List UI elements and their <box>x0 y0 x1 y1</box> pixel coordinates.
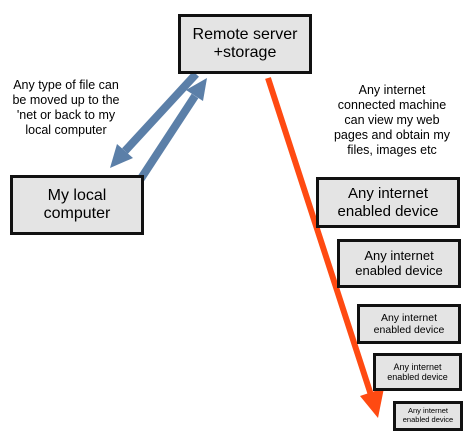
internet-access-note-line-2: connected machine <box>337 98 447 112</box>
file-transfer-note-line-1: Any type of file can <box>13 78 119 92</box>
internet-device-2-line-1: Any internet <box>364 247 434 263</box>
internet-access-note-line-1: Any internet <box>358 83 426 97</box>
upload-download-arrows <box>110 71 207 183</box>
internet-access-note-line-3: can view my web <box>344 113 440 127</box>
download-arrow-head <box>110 144 133 168</box>
upload-arrow-head <box>186 78 207 101</box>
file-transfer-note-line-3: 'net or back to my <box>16 108 116 122</box>
file-transfer-note-line-4: local computer <box>25 123 107 137</box>
broadcast-arrow-shaft <box>265 77 374 396</box>
file-transfer-note: Any type of file can be moved up to the … <box>0 78 132 138</box>
remote-server-label-line-1: Remote server <box>192 25 298 43</box>
local-computer-label-line-2: computer <box>43 205 111 222</box>
internet-device-5-line-1: Any internet <box>407 406 449 416</box>
internet-device-4-line-2: enabled device <box>387 372 448 382</box>
internet-access-note-line-4: pages and obtain my <box>333 128 451 142</box>
broadcast-arrow <box>265 77 384 418</box>
local-computer-box: My local computer <box>10 175 144 235</box>
internet-device-1-line-2: enabled device <box>337 202 439 220</box>
internet-device-box-5: Any internet enabled device <box>393 401 463 431</box>
internet-device-box-2: Any internet enabled device <box>337 239 461 288</box>
internet-device-box-3: Any internet enabled device <box>357 304 461 344</box>
remote-server-label-line-2: +storage <box>213 44 277 61</box>
remote-server-box: Remote server +storage <box>178 14 312 74</box>
internet-device-3-line-2: enabled device <box>373 324 445 336</box>
file-transfer-note-line-2: be moved up to the <box>12 93 120 107</box>
download-arrow-shaft <box>122 71 199 154</box>
internet-device-4-line-1: Any internet <box>393 361 442 372</box>
internet-device-3-line-1: Any internet <box>380 311 438 324</box>
internet-device-2-line-2: enabled device <box>355 262 443 278</box>
broadcast-arrow-head <box>360 388 384 418</box>
internet-access-note: Any internet connected machine can view … <box>322 83 462 158</box>
internet-device-box-4: Any internet enabled device <box>373 353 462 391</box>
internet-device-5-line-2: enabled device <box>402 415 454 424</box>
internet-access-note-line-5: files, images etc <box>347 143 437 157</box>
local-computer-label-line-1: My local <box>47 186 107 204</box>
internet-device-box-1: Any internet enabled device <box>316 177 460 228</box>
upload-arrow-shaft <box>136 93 199 183</box>
internet-device-1-line-1: Any internet <box>347 185 429 203</box>
